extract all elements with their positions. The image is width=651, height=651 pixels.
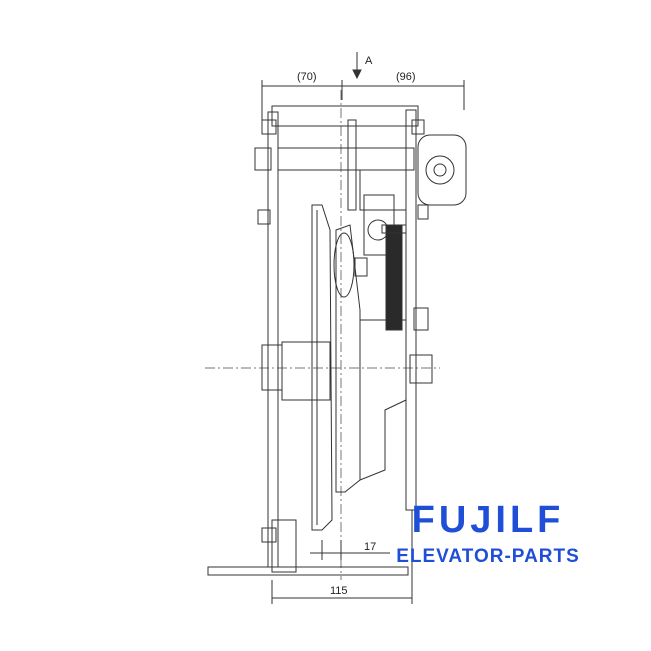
bolt-top-right (411, 119, 425, 135)
flyweight-wheel (333, 232, 355, 298)
base-plate (207, 566, 409, 576)
flyweight-disc (335, 224, 361, 493)
nut-upper-left (254, 147, 272, 171)
bolt-switch-bottom (417, 204, 429, 220)
tension-spring (385, 224, 403, 331)
linkage-block (359, 169, 407, 211)
center-plate (347, 119, 357, 211)
sheave-profile (311, 204, 333, 531)
view-label: A (365, 55, 373, 67)
switch-roller (425, 155, 455, 185)
base-foot (271, 519, 297, 573)
sheave-hub (281, 341, 331, 401)
switch-roller-axle (433, 163, 447, 177)
right-plate (405, 109, 417, 511)
top-bracket (271, 105, 419, 127)
dimension-left-label: (70) (297, 71, 317, 83)
left-plate (267, 111, 279, 568)
cam-body (359, 319, 407, 481)
view-arrow-head (352, 69, 362, 80)
bolt-bottom-left (261, 527, 277, 543)
bolt-right-hub (409, 354, 433, 384)
brand-watermark: FUJILF ELEVATOR-PARTS (378, 500, 598, 568)
bolt-mid-left (257, 209, 271, 225)
brand-subtitle: ELEVATOR-PARTS (396, 546, 580, 567)
spring-cap (381, 224, 407, 234)
upper-crossbar (277, 147, 415, 171)
linkage-pivot (367, 219, 389, 241)
bolt-right-upper (413, 307, 429, 331)
dimension-right-label: (96) (396, 71, 416, 83)
dimension-small-label: 17 (364, 541, 376, 553)
linkage-nut (354, 257, 368, 277)
switch-housing (417, 134, 467, 206)
brand-logo: FUJILF (411, 499, 565, 541)
dimension-bottom-label: 115 (330, 585, 348, 597)
bolt-top-left (261, 119, 277, 135)
